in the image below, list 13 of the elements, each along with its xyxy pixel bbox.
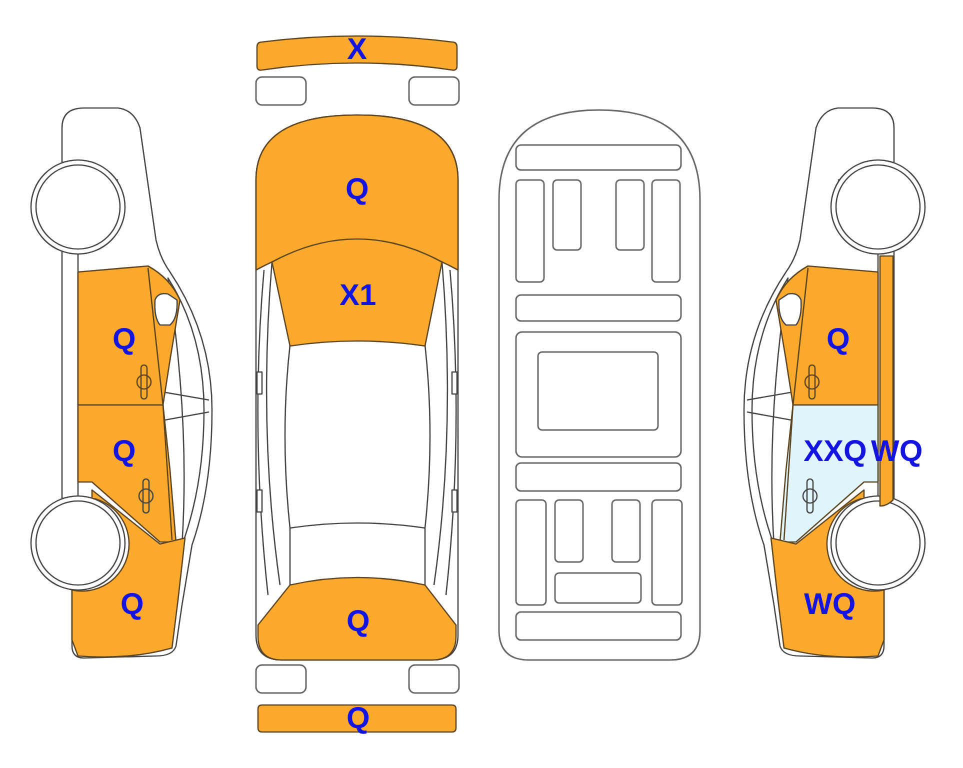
rear-bumper-panel xyxy=(255,703,459,734)
hood-panel xyxy=(254,113,460,273)
damage-code: Q xyxy=(346,175,369,205)
damage-code: Q xyxy=(112,325,136,355)
damage-code: X xyxy=(347,35,368,65)
damage-code: Q xyxy=(112,437,136,467)
damage-code: Q xyxy=(826,325,850,355)
damage-code: Q xyxy=(120,590,144,620)
damage-code: XXQ xyxy=(804,437,867,467)
damage-code: Q xyxy=(346,607,370,637)
damage-code: Q xyxy=(346,704,370,734)
damage-code: X1 xyxy=(340,281,376,311)
damage-code: WQ xyxy=(804,590,856,620)
